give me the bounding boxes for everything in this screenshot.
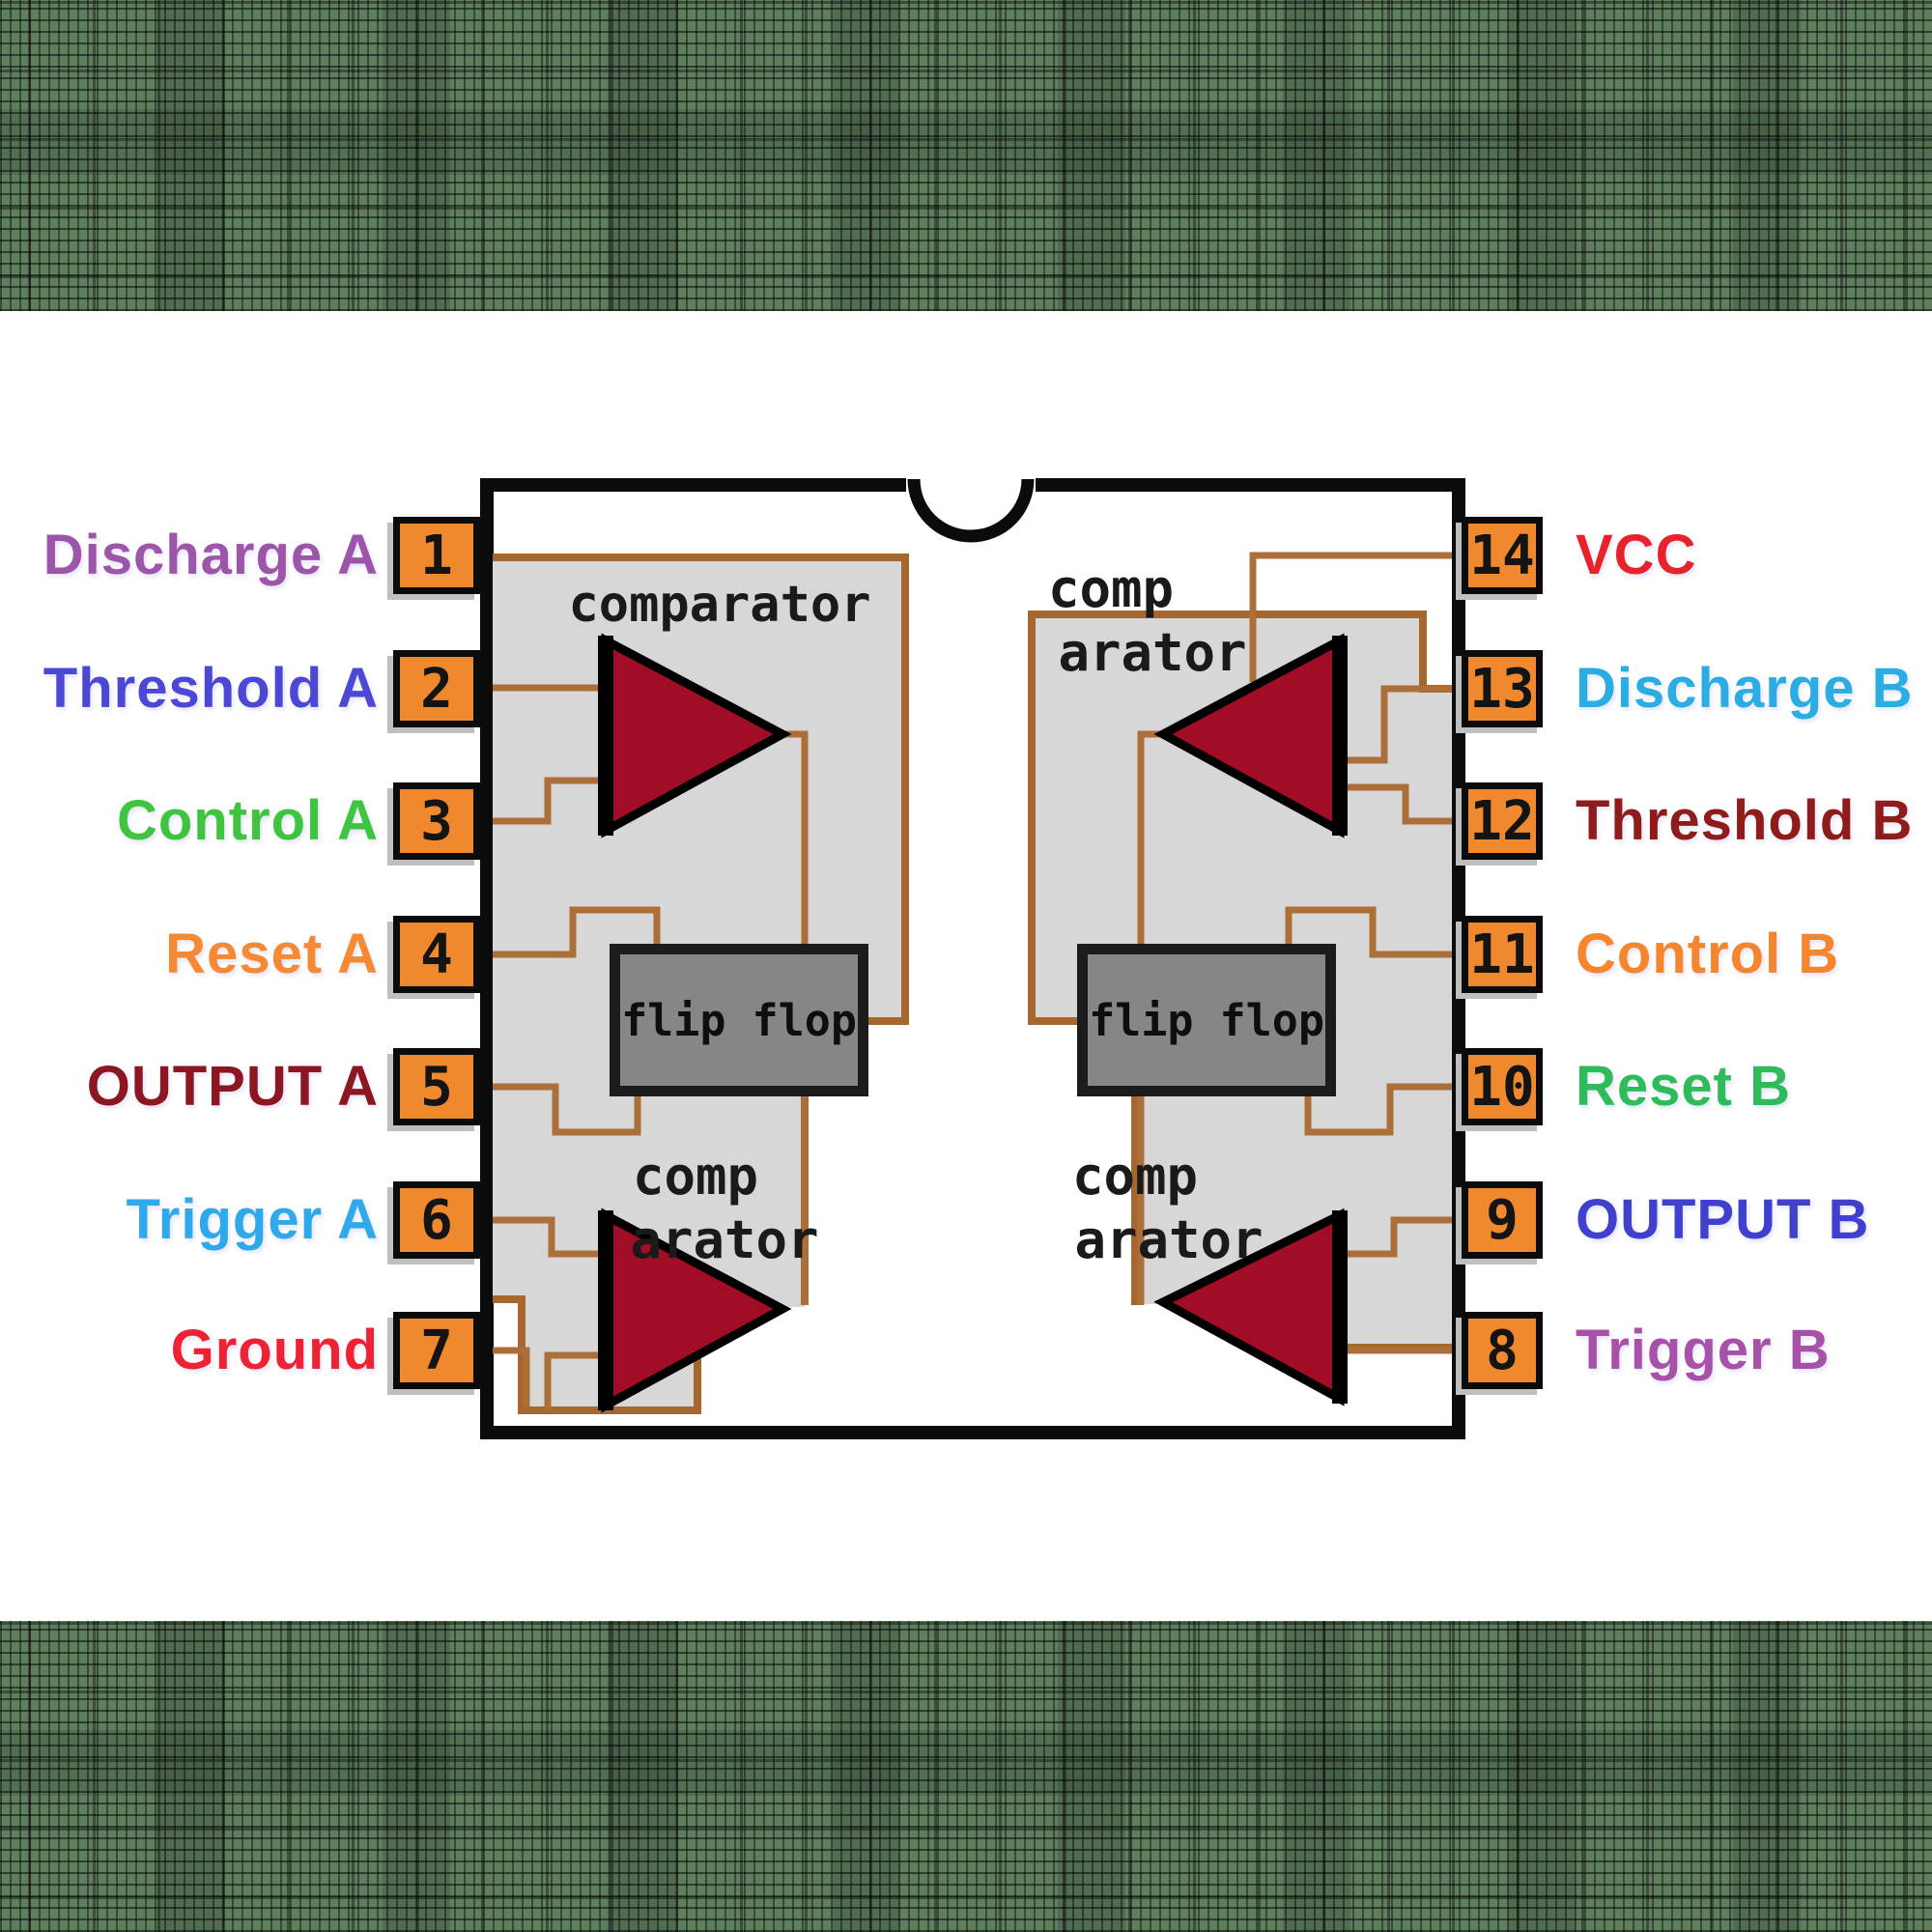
comparator-b2-caption-line1: comp: [1071, 1146, 1199, 1207]
wire-pin14-vcc: [1249, 552, 1452, 682]
wire-pin13: [1340, 685, 1452, 764]
wire-pin12: [1340, 783, 1452, 825]
flip-flop-b: flip flop: [1077, 944, 1336, 1096]
wire-pin6: [493, 1216, 606, 1258]
pin-6-box: 6: [393, 1181, 480, 1259]
pin-7-number: 7: [420, 1319, 453, 1382]
flip-flop-a: flip flop: [610, 944, 868, 1096]
comparator-b1-caption-line2: arator: [1058, 622, 1247, 683]
wire-pin10: [1304, 1083, 1452, 1136]
comparators: [601, 633, 1345, 1413]
pin-label-vcc: VCC: [1576, 524, 1697, 586]
pin-8-box: 8: [1462, 1312, 1543, 1389]
pin-10-box: 10: [1462, 1048, 1543, 1125]
flip-flop-a-label: flip flop: [621, 994, 857, 1046]
pin-14-box: 14: [1462, 517, 1543, 594]
pin-5-number: 5: [420, 1055, 453, 1119]
pin-4-box: 4: [393, 916, 480, 993]
pin-label-output-a: OUTPUT A: [86, 1055, 379, 1118]
pin-9-box: 9: [1462, 1181, 1543, 1259]
pin-7-box: 7: [393, 1312, 480, 1389]
pin-4-number: 4: [420, 923, 453, 986]
pin-12-number: 12: [1469, 789, 1535, 853]
pin-label-trigger-a: Trigger A: [126, 1188, 379, 1251]
pin-10-number: 10: [1469, 1055, 1535, 1119]
pin-13-number: 13: [1469, 657, 1535, 721]
pin-label-threshold-b: Threshold B: [1576, 789, 1914, 852]
pin-1-number: 1: [420, 524, 453, 587]
wire-pin5: [493, 1083, 641, 1136]
pin-14-number: 14: [1469, 524, 1535, 587]
pin-2-number: 2: [420, 657, 453, 721]
wire-pin3: [493, 777, 606, 825]
ic-notch: [907, 478, 1035, 543]
pin-label-trigger-b: Trigger B: [1576, 1319, 1831, 1381]
pin-label-discharge-b: Discharge B: [1576, 657, 1914, 720]
pin-12-box: 12: [1462, 782, 1543, 860]
pin-label-discharge-a: Discharge A: [43, 524, 379, 586]
pin-label-reset-a: Reset A: [165, 923, 379, 985]
comparator-b1-caption-line1: comp: [1047, 558, 1175, 619]
pin-5-box: 5: [393, 1048, 480, 1125]
pin-label-control-b: Control B: [1576, 923, 1840, 985]
pin-3-box: 3: [393, 782, 480, 860]
pin-1-box: 1: [393, 517, 480, 594]
pin-6-number: 6: [420, 1188, 453, 1252]
comparator-a1-caption: comparator: [568, 576, 871, 634]
wire-pin11: [1285, 906, 1452, 958]
wire-compA2-in: [544, 1351, 606, 1410]
pin-3-number: 3: [420, 789, 453, 853]
bottom-noise-band: [0, 1621, 1932, 1932]
pin-label-output-b: OUTPUT B: [1576, 1188, 1870, 1251]
pin-11-box: 11: [1462, 916, 1543, 993]
wire-pin9: [1340, 1216, 1452, 1258]
wires: [493, 552, 1452, 1410]
comparator-a2-caption-line2: arator: [630, 1209, 819, 1270]
wire-pin4: [493, 906, 661, 958]
pin-label-reset-b: Reset B: [1576, 1055, 1791, 1118]
region-a-border-bottom: [493, 1295, 701, 1414]
pin-9-number: 9: [1486, 1188, 1519, 1252]
pin-2-box: 2: [393, 650, 480, 727]
top-noise-band: [0, 0, 1932, 311]
flip-flop-b-label: flip flop: [1089, 994, 1324, 1046]
pin-8-number: 8: [1486, 1319, 1519, 1382]
comparator-back-edges: [598, 636, 1348, 1410]
pin-label-threshold-a: Threshold A: [43, 657, 379, 720]
wire-pin7: [493, 1347, 530, 1406]
pin-11-number: 11: [1469, 923, 1535, 986]
comparator-a2-caption-line1: comp: [632, 1146, 759, 1207]
pin-13-box: 13: [1462, 650, 1543, 727]
comparator-b2-caption-line2: arator: [1074, 1209, 1264, 1270]
pin-label-ground: Ground: [170, 1319, 379, 1381]
pin-label-control-a: Control A: [116, 789, 379, 852]
